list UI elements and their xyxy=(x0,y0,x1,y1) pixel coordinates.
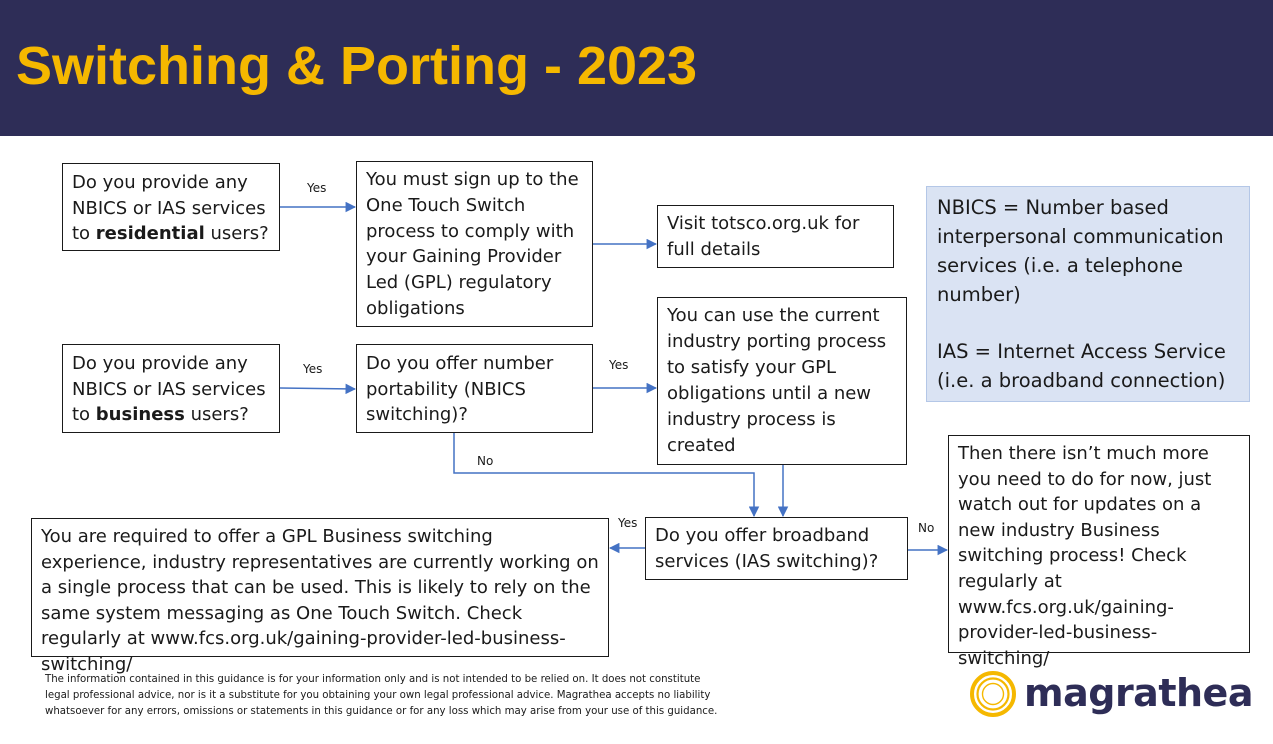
gpl-business-box: You are required to offer a GPL Business… xyxy=(31,518,609,675)
number-portability-box: Do you offer number portability (NBICS s… xyxy=(356,344,593,433)
question-business-emphasis: business xyxy=(95,404,185,426)
question-residential-box: Do you provide any NBICS or IAS services… xyxy=(62,163,280,251)
arrow-portability-no-to-broadband xyxy=(453,433,760,518)
totsco-text: Visit totsco.org.uk for full details xyxy=(667,213,860,260)
disclaimer-line-3: whatsoever for any errors, omissions or … xyxy=(45,706,718,717)
question-business-box: Do you provide any NBICS or IAS services… xyxy=(62,344,280,433)
magrathea-logo: magrathea xyxy=(968,668,1253,720)
totsco-box: Visit totsco.org.uk for full details xyxy=(657,205,894,268)
no-further-action-box: Then there isn’t much more you need to d… xyxy=(948,435,1250,669)
question-residential-emphasis: residential xyxy=(95,223,205,245)
ots-signup-box: You must sign up to the One Touch Switch… xyxy=(356,161,593,327)
legal-disclaimer: The information contained in this guidan… xyxy=(45,672,765,720)
current-porting-box: You can use the current industry porting… xyxy=(657,297,907,465)
broadband-question-text: Do you offer broadband services (IAS swi… xyxy=(655,525,879,572)
logo-wordmark: magrathea xyxy=(1024,671,1253,715)
definition-nbics: NBICS = Number based interpersonal commu… xyxy=(937,196,1224,306)
question-residential-text: Do you provide any NBICS or IAS services… xyxy=(72,172,266,245)
label-yes-business: Yes xyxy=(303,362,323,376)
definition-ias: IAS = Internet Access Service (i.e. a br… xyxy=(937,340,1226,392)
broadband-question-box: Do you offer broadband services (IAS swi… xyxy=(645,517,908,580)
label-yes-residential: Yes xyxy=(307,181,327,195)
gpl-business-text: You are required to offer a GPL Business… xyxy=(41,526,599,675)
label-no-broadband: No xyxy=(918,521,935,535)
disclaimer-line-2: legal professional advice, nor is it a s… xyxy=(45,690,711,701)
no-further-action-text: Then there isn’t much more you need to d… xyxy=(958,443,1212,669)
definitions-panel: NBICS = Number based interpersonal commu… xyxy=(926,186,1250,402)
logo-ring-icon xyxy=(970,671,1016,717)
page-title: Switching & Porting - 2023 xyxy=(16,36,698,96)
label-yes-broadband: Yes xyxy=(618,516,638,530)
label-no-portability: No xyxy=(477,454,494,468)
label-yes-portability: Yes xyxy=(609,358,629,372)
arrow-business-to-portability xyxy=(279,383,357,395)
question-business-text: Do you provide any NBICS or IAS services… xyxy=(72,353,266,426)
header-banner: Switching & Porting - 2023 xyxy=(0,0,1273,136)
ots-signup-text: You must sign up to the One Touch Switch… xyxy=(366,169,579,319)
number-portability-text: Do you offer number portability (NBICS s… xyxy=(366,353,554,426)
question-business-suffix: users? xyxy=(184,404,249,426)
disclaimer-line-1: The information contained in this guidan… xyxy=(45,674,701,685)
question-residential-suffix: users? xyxy=(204,223,269,245)
current-porting-text: You can use the current industry porting… xyxy=(667,305,887,456)
